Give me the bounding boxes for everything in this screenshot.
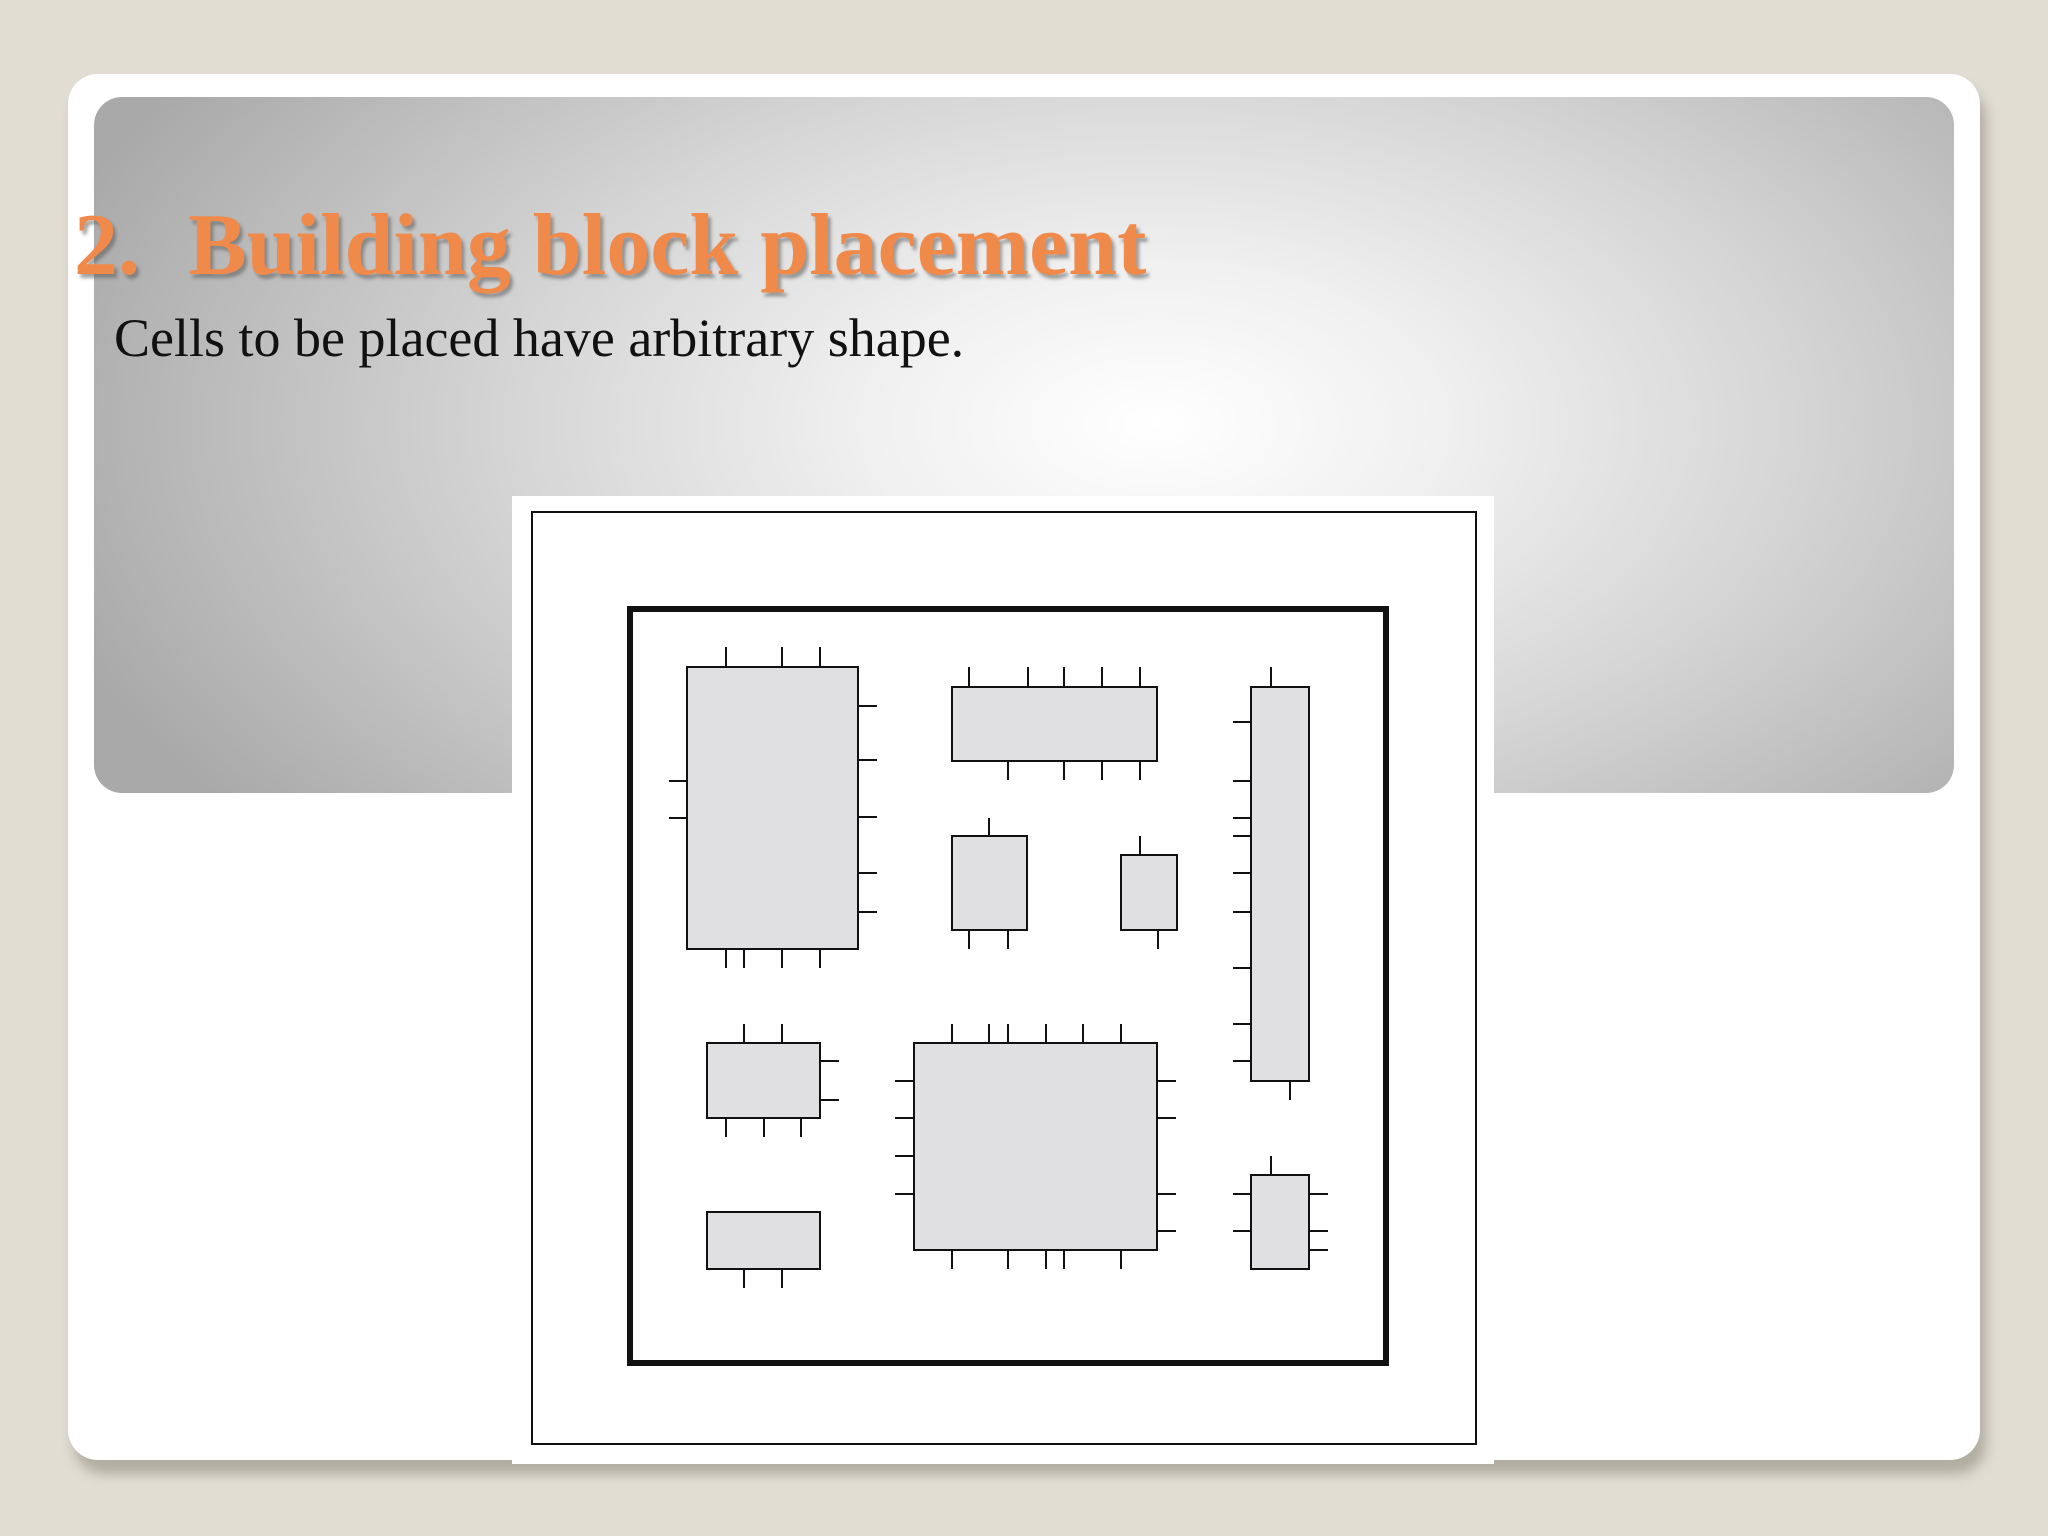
cell-block-tall-right <box>1233 667 1310 1100</box>
diagram-panel <box>512 496 1494 1464</box>
cell-block-small-bottom-right <box>1233 1156 1328 1270</box>
cell-block-small-center <box>951 818 1028 949</box>
cell-block-flat-bottom-left <box>706 1211 821 1288</box>
cell-block-wide-top <box>951 667 1158 780</box>
slide-subtitle: Cells to be placed have arbitrary shape. <box>114 308 965 368</box>
chip-boundary <box>627 606 1389 1366</box>
outer-frame <box>531 511 1477 1445</box>
slide-title-number: 2. <box>74 197 140 294</box>
slide-title: 2. Building block placement <box>74 196 1146 296</box>
slide-title-text: Building block placement <box>188 197 1147 294</box>
cell-block-large-left <box>669 647 877 968</box>
cell-block-big-center <box>895 1024 1176 1269</box>
cell-block-tiny-center <box>1120 836 1178 949</box>
cell-block-small-left <box>706 1024 839 1137</box>
